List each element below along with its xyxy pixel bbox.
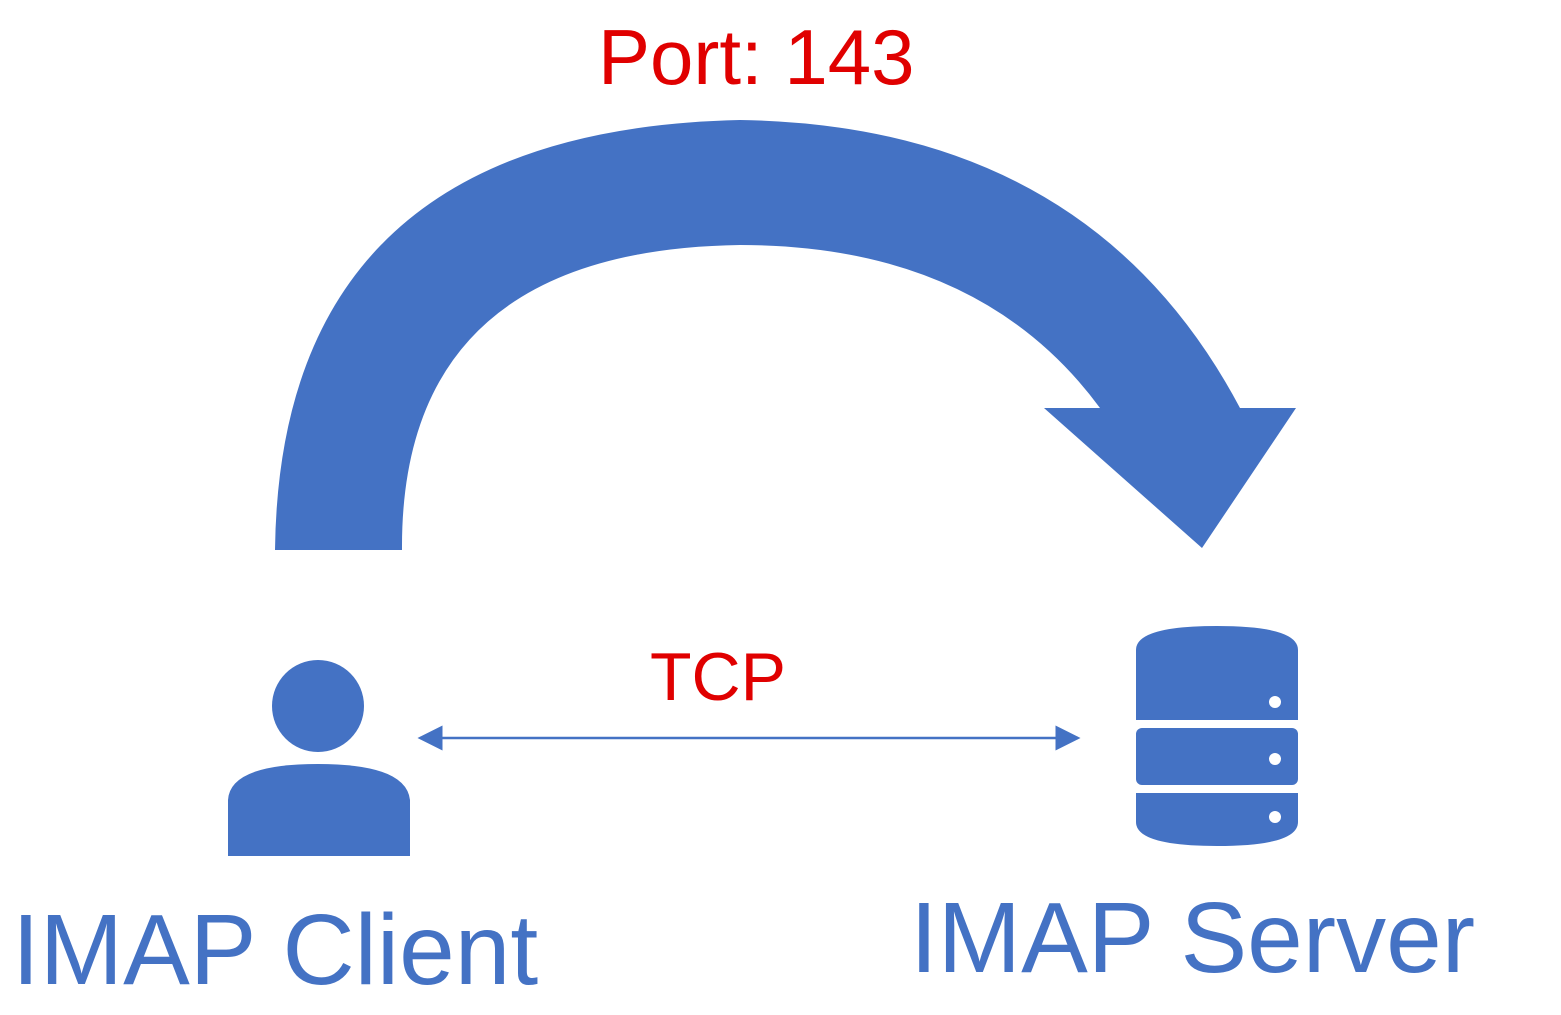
server-label: IMAP Server — [910, 882, 1475, 994]
database-server-icon — [1136, 626, 1298, 846]
curved-flow-arrow — [275, 120, 1296, 550]
protocol-label: TCP — [650, 639, 786, 715]
user-icon — [228, 660, 410, 856]
client-label: IMAP Client — [12, 894, 539, 1006]
port-label: Port: 143 — [598, 13, 915, 101]
